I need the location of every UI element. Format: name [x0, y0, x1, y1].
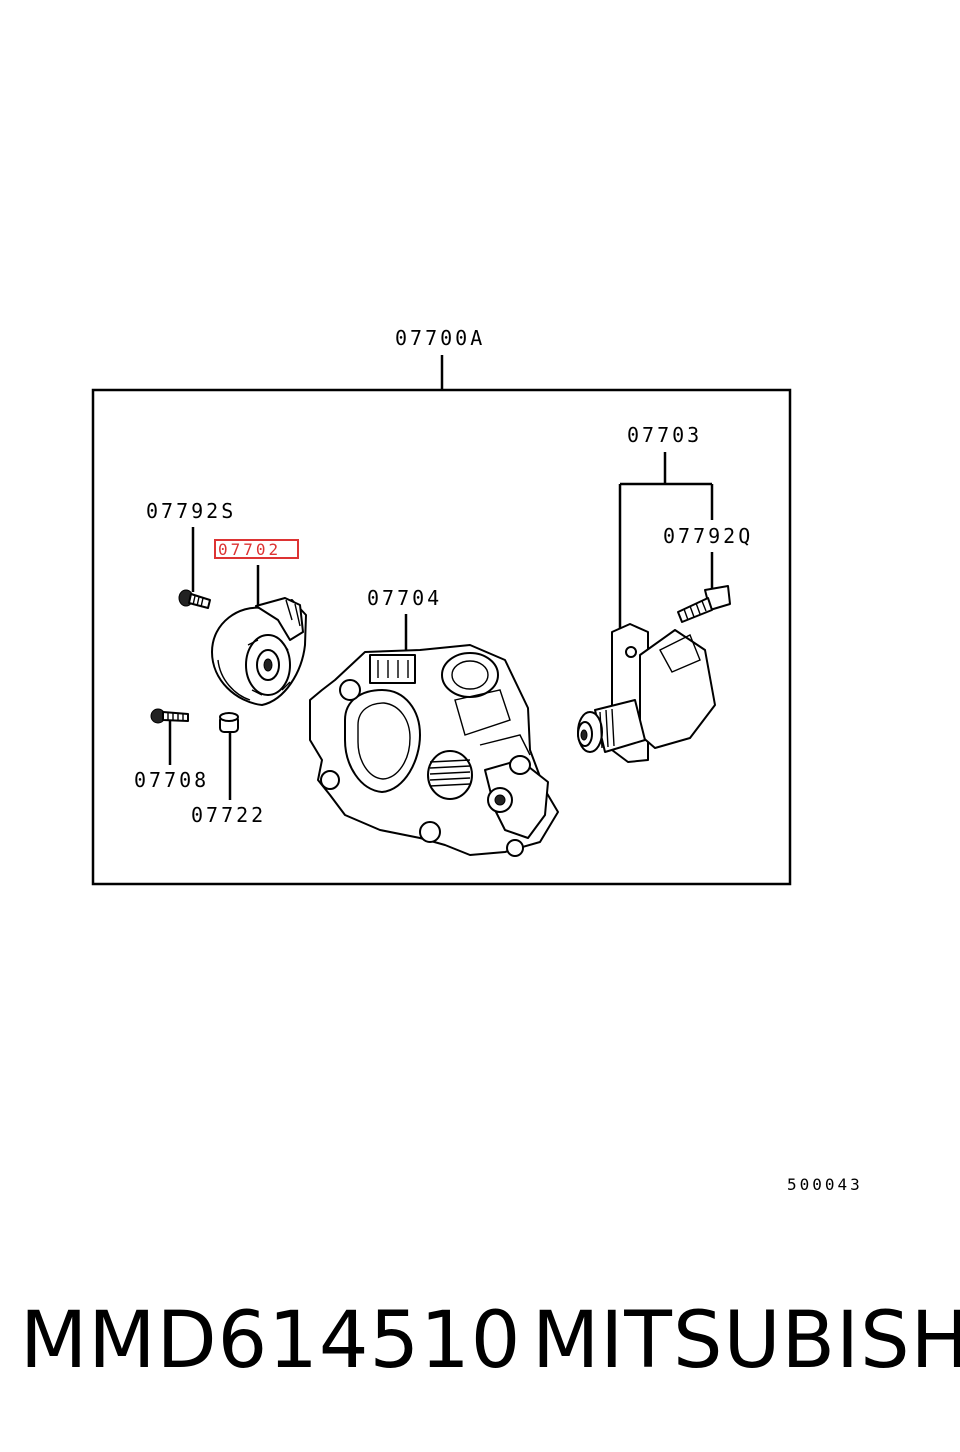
diagram-code: 500043 — [787, 1175, 863, 1194]
cap-07722 — [219, 712, 239, 733]
screw-07792S — [178, 589, 211, 609]
throttle-position-sensor-07702 — [211, 597, 307, 706]
assembly-label[interactable]: 07700A — [395, 326, 485, 350]
part-label-07704[interactable]: 07704 — [367, 586, 442, 610]
part-label-07792S[interactable]: 07792S — [146, 499, 236, 523]
screw-07792Q — [677, 585, 731, 623]
highlight-box-07702 — [214, 539, 299, 559]
return-spring — [427, 750, 473, 800]
throttle-body-07704 — [309, 644, 559, 857]
screw-07708 — [150, 708, 189, 724]
part-label-07792Q[interactable]: 07792Q — [663, 524, 753, 548]
part-number: MMD614510 — [20, 1296, 522, 1386]
part-label-07722[interactable]: 07722 — [191, 803, 266, 827]
footer-caption: MMD614510 MITSUBISHI — [20, 1296, 960, 1386]
part-label-07708[interactable]: 07708 — [134, 768, 209, 792]
idle-speed-control-07703 — [577, 623, 716, 763]
leader-07703 — [618, 452, 714, 630]
assembly-frame — [91, 388, 792, 886]
part-label-07703[interactable]: 07703 — [627, 423, 702, 447]
part-label-07702[interactable]: 07702 — [218, 540, 281, 559]
brand-name: MITSUBISHI — [532, 1296, 960, 1386]
